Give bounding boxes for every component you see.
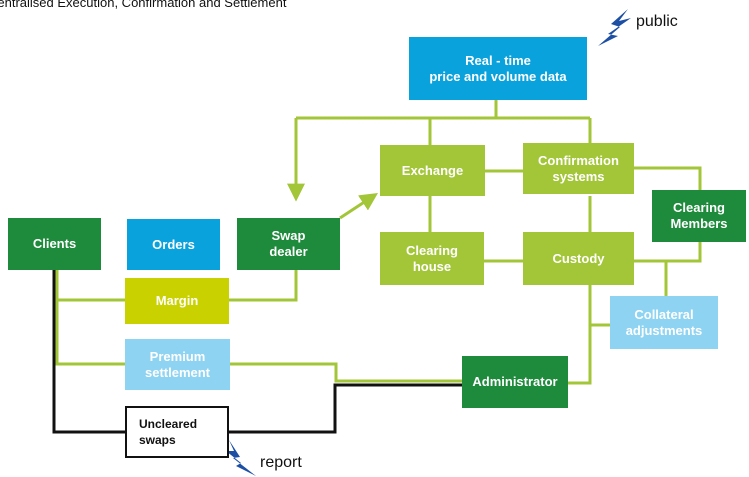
line-custody-admin: [568, 285, 592, 385]
uncleared-swaps-box: Uncleared swaps: [125, 406, 229, 458]
line-confirm-members: [634, 166, 702, 190]
clearing-house-box: Clearing house: [380, 232, 484, 285]
confirmation-systems-box: Confirmation systems: [523, 143, 634, 194]
exchange-box: Exchange: [380, 145, 485, 196]
custody-box: Custody: [523, 232, 634, 285]
line-uncleared: [52, 270, 125, 434]
line-swap-exchange: [339, 193, 379, 220]
lightning-icon: [598, 9, 631, 46]
line-custody-members: [634, 242, 702, 263]
swap-dealer-box: Swap dealer: [237, 218, 340, 270]
clients-box: Clients: [8, 218, 101, 270]
public-label: public: [636, 13, 678, 30]
lightning-icon: [226, 440, 256, 476]
clearing-members-box: Clearing Members: [652, 190, 746, 242]
realtime-data-box: Real - time price and volume data: [409, 37, 587, 100]
margin-box: Margin: [125, 278, 229, 324]
collateral-adjustments-box: Collateral adjustments: [610, 296, 718, 349]
line-premium: [55, 270, 462, 383]
premium-settlement-box: Premium settlement: [125, 339, 230, 390]
report-label: report: [260, 454, 302, 471]
orders-box: Orders: [127, 219, 220, 270]
administrator-box: Administrator: [462, 356, 568, 408]
diagram-title: Centralised Execution, Confirmation and …: [0, 0, 287, 10]
line-admin-uncleared: [229, 383, 462, 434]
